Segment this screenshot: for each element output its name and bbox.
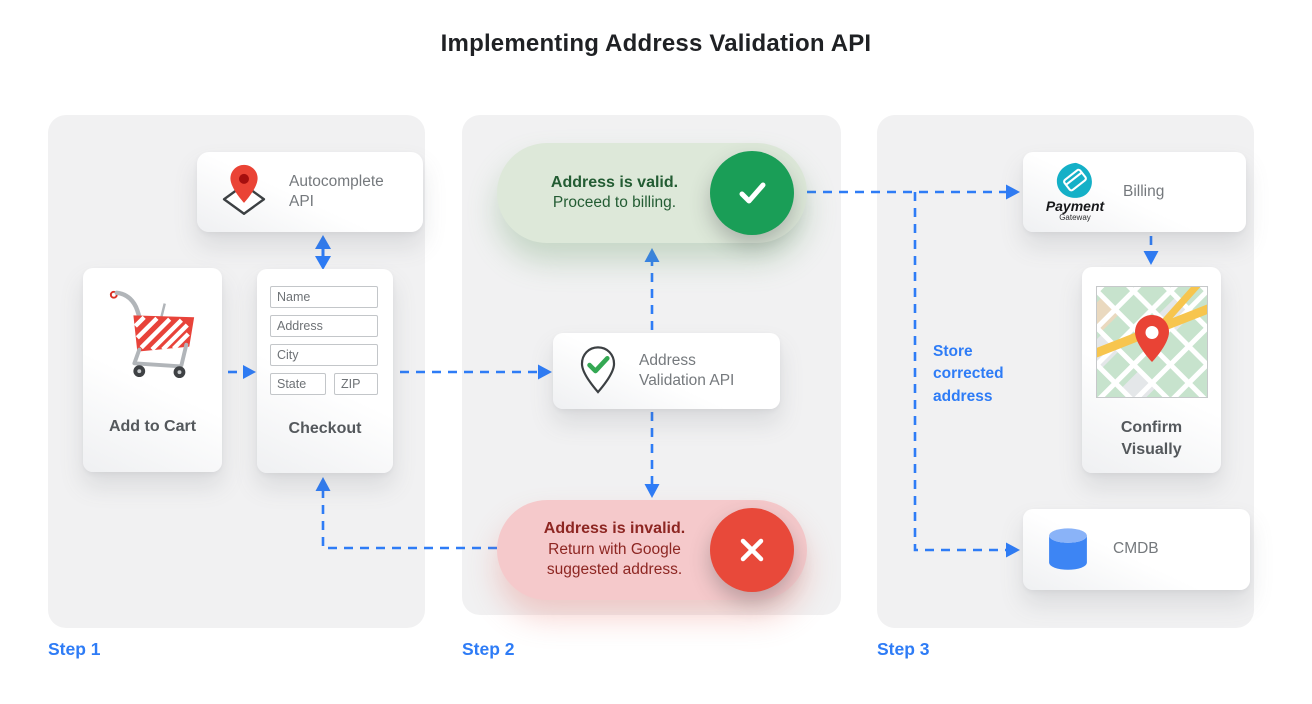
autocomplete-pin-icon (222, 164, 266, 215)
database-icon (1049, 527, 1087, 570)
check-icon (710, 151, 794, 235)
cmdb-card: CMDB (1023, 509, 1250, 590)
valid-subline: Proceed to billing. (552, 194, 677, 212)
checkout-card: Name Address City State ZIP Checkout (257, 269, 393, 473)
confirm-visually-card: Confirm Visually (1082, 267, 1221, 473)
address-valid-banner: Address is valid. Proceed to billing. (497, 143, 807, 243)
cmdb-card-title: CMDB (1113, 540, 1159, 558)
invalid-subline: Return with Google suggested address. (546, 541, 683, 579)
autocomplete-card-title: Autocomplete API (289, 172, 384, 210)
invalid-banner-text: Address is invalid. Return with Google s… (497, 519, 710, 580)
address-validation-api-card: Address Validation API (553, 333, 780, 409)
add-to-cart-card: Add to Cart (83, 268, 222, 472)
invalid-headline: Address is invalid. (543, 520, 686, 538)
valid-banner-text: Address is valid. Proceed to billing. (497, 173, 710, 214)
name-field: Name (270, 286, 378, 308)
page-title: Implementing Address Validation API (440, 30, 872, 57)
x-icon (710, 508, 794, 592)
step3-label: Step 3 (877, 639, 930, 659)
map-thumbnail (1095, 286, 1208, 398)
billing-card: Payment Gateway Billing (1023, 152, 1246, 232)
store-corrected-address-note: Store corrected address (933, 343, 1004, 405)
valid-headline: Address is valid. (550, 173, 679, 191)
checkout-label: Checkout (288, 420, 362, 437)
validation-card-title: Address Validation API (639, 351, 735, 389)
billing-card-title: Billing (1123, 182, 1165, 200)
checkout-form: Name Address City State ZIP (270, 286, 378, 395)
autocomplete-api-card: Autocomplete API (197, 152, 423, 232)
state-field: State (270, 373, 326, 395)
zip-field: ZIP (334, 373, 378, 395)
state-zip-row: State ZIP (270, 373, 378, 395)
gateway-logo-primary-text: Payment (1045, 198, 1105, 215)
address-field: Address (270, 315, 378, 337)
city-field: City (270, 344, 378, 366)
step1-label: Step 1 (48, 639, 101, 659)
confirm-visually-label: Confirm Visually (1120, 419, 1183, 458)
validation-pin-icon (580, 346, 616, 394)
gateway-logo-secondary-text: Gateway (1059, 213, 1091, 223)
payment-gateway-blob-icon (1056, 163, 1092, 199)
add-to-cart-label: Add to Cart (108, 418, 197, 435)
step2-label: Step 2 (462, 639, 515, 659)
payment-gateway-logo: Payment Gateway (1037, 161, 1113, 223)
address-invalid-banner: Address is invalid. Return with Google s… (497, 500, 807, 600)
cart-icon (109, 290, 194, 379)
